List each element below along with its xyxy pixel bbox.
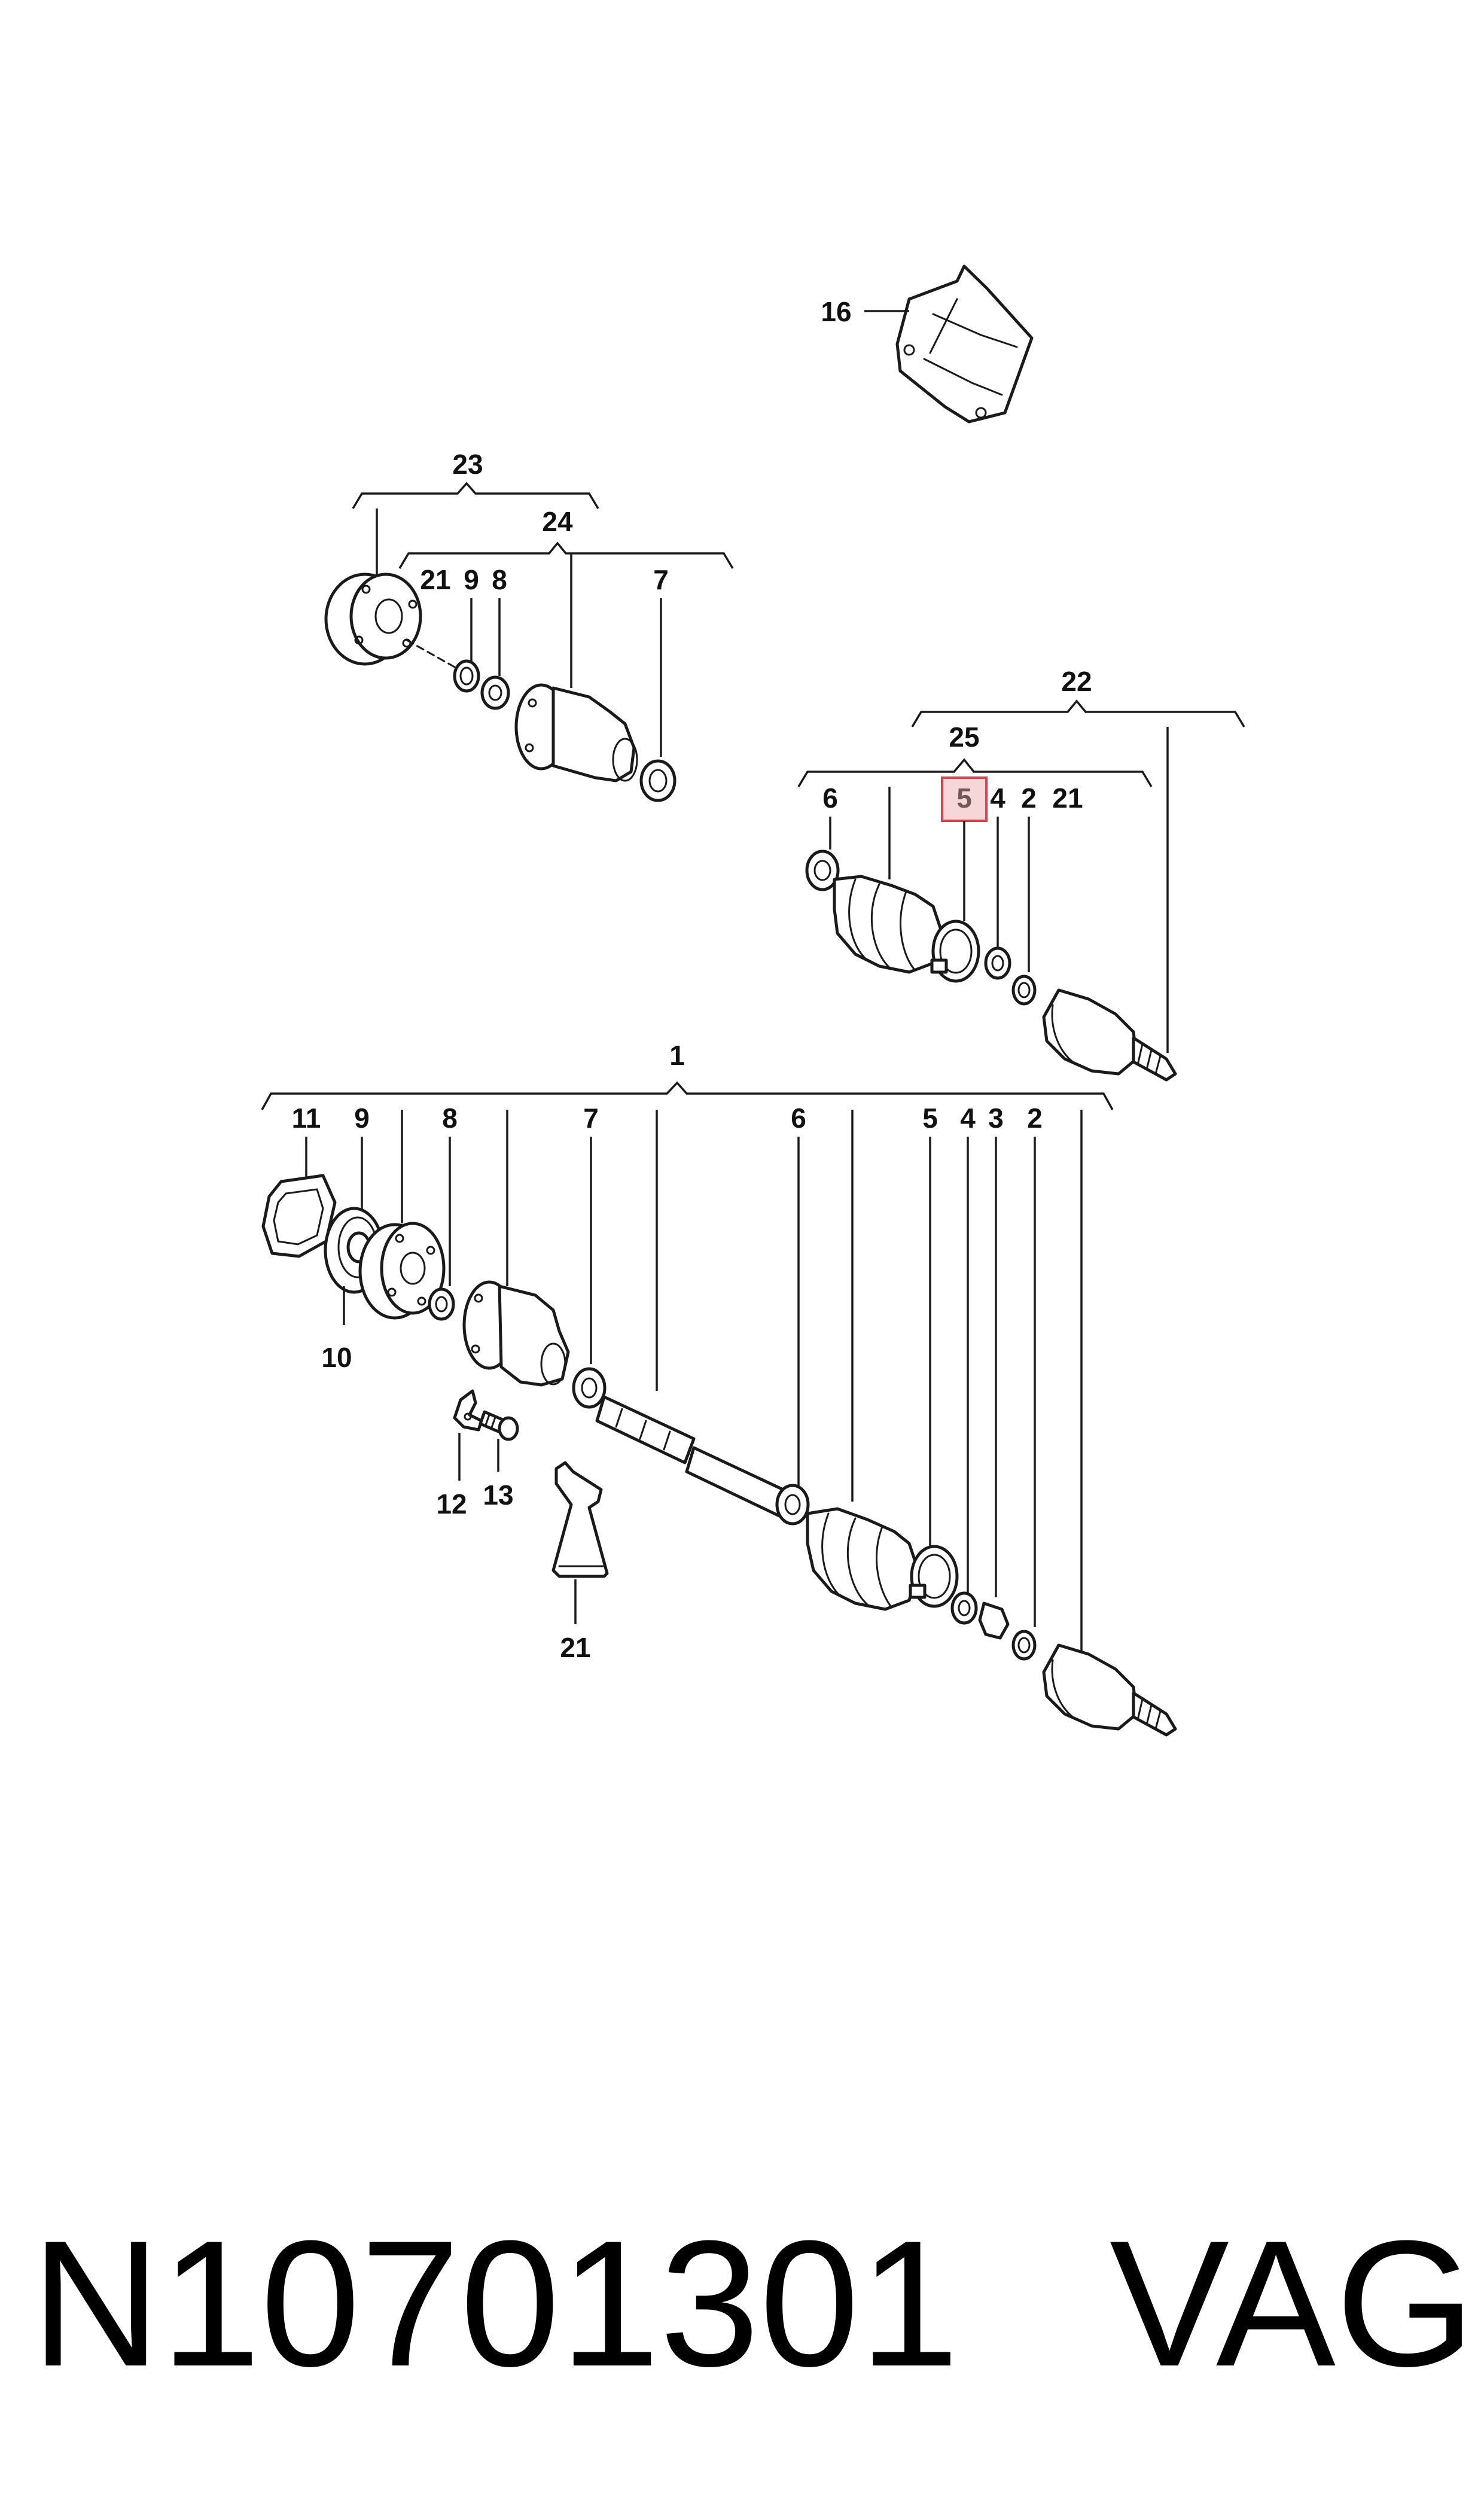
- circlip-part-2[interactable]: [1011, 1630, 1037, 1661]
- inner-joint-boot-upper[interactable]: [514, 683, 638, 783]
- callout-21[interactable]: 21: [560, 1632, 590, 1663]
- brace-25: [797, 758, 1153, 787]
- callout-25[interactable]: 25: [949, 721, 979, 753]
- callout-22[interactable]: 22: [1061, 666, 1092, 697]
- callout-11[interactable]: 11: [292, 1103, 321, 1134]
- drive-shaft[interactable]: [595, 1395, 791, 1518]
- bolt-part-13[interactable]: [479, 1410, 519, 1441]
- highlight-box-5: [941, 777, 988, 822]
- brace-1: [261, 1081, 1114, 1110]
- callout-21-upper[interactable]: 21: [420, 564, 450, 595]
- outer-boot-main[interactable]: [806, 1507, 920, 1611]
- callout-10[interactable]: 10: [321, 1342, 352, 1373]
- ring-middle[interactable]: [984, 946, 1011, 980]
- outer-boot-middle[interactable]: [833, 875, 944, 974]
- callout-8-upper[interactable]: 8: [492, 564, 507, 595]
- boot-clip-middle[interactable]: [930, 919, 980, 983]
- callout-7-upper[interactable]: 7: [653, 564, 669, 595]
- spacer-part-3[interactable]: [978, 1601, 1010, 1640]
- callout-24[interactable]: 24: [542, 506, 573, 537]
- clamp-part-7[interactable]: [572, 1367, 607, 1409]
- brace-22: [911, 699, 1245, 727]
- callout-2[interactable]: 2: [1027, 1103, 1043, 1134]
- clamp-middle[interactable]: [805, 850, 840, 891]
- callout-8[interactable]: 8: [442, 1103, 458, 1134]
- gasket-part-11[interactable]: [261, 1174, 337, 1258]
- flange-part-main[interactable]: [358, 1222, 446, 1320]
- callout-4[interactable]: 4: [960, 1103, 976, 1134]
- circlip-upper[interactable]: [453, 659, 480, 693]
- grease-tube-part-21[interactable]: [551, 1461, 609, 1578]
- callout-6-middle[interactable]: 6: [822, 783, 838, 814]
- callout-7[interactable]: 7: [583, 1103, 599, 1134]
- callout-3[interactable]: 3: [988, 1103, 1004, 1134]
- clamp-upper[interactable]: [639, 759, 677, 802]
- drive-flange-part[interactable]: [324, 573, 456, 668]
- callout-6[interactable]: 6: [791, 1103, 806, 1134]
- callout-2-middle[interactable]: 2: [1021, 783, 1037, 814]
- callout-23[interactable]: 23: [452, 449, 483, 480]
- callout-21-middle[interactable]: 21: [1052, 783, 1083, 814]
- callout-12[interactable]: 12: [436, 1488, 467, 1520]
- circlip-middle[interactable]: [1011, 975, 1037, 1006]
- callout-9-upper[interactable]: 9: [464, 564, 479, 595]
- outer-cv-joint-main[interactable]: [1042, 1643, 1177, 1737]
- brace-23: [352, 482, 599, 509]
- callout-16[interactable]: 16: [821, 296, 851, 327]
- callout-5[interactable]: 5: [922, 1103, 938, 1134]
- callout-13[interactable]: 13: [483, 1479, 513, 1511]
- ring-part-4[interactable]: [950, 1591, 978, 1625]
- boot-clip-part-5[interactable]: [909, 1545, 959, 1608]
- washer-part-8[interactable]: [428, 1287, 455, 1321]
- clamp-part-6[interactable]: [775, 1484, 810, 1526]
- brand-name: VAG: [1110, 2203, 1476, 2404]
- callout-1[interactable]: 1: [669, 1040, 685, 1071]
- part-number: N10701301: [31, 2203, 959, 2404]
- brace-24: [398, 541, 734, 569]
- lock-plate-part-12[interactable]: [453, 1389, 483, 1432]
- heat-shield-part-16[interactable]: [895, 264, 1034, 424]
- callout-5-highlighted[interactable]: 5: [956, 783, 972, 814]
- callout-4-middle[interactable]: 4: [990, 783, 1005, 814]
- inner-joint-boot-main[interactable]: [462, 1280, 570, 1387]
- washer-upper[interactable]: [480, 675, 510, 710]
- outer-cv-joint-middle[interactable]: [1042, 988, 1177, 1082]
- callout-9[interactable]: 9: [354, 1103, 370, 1134]
